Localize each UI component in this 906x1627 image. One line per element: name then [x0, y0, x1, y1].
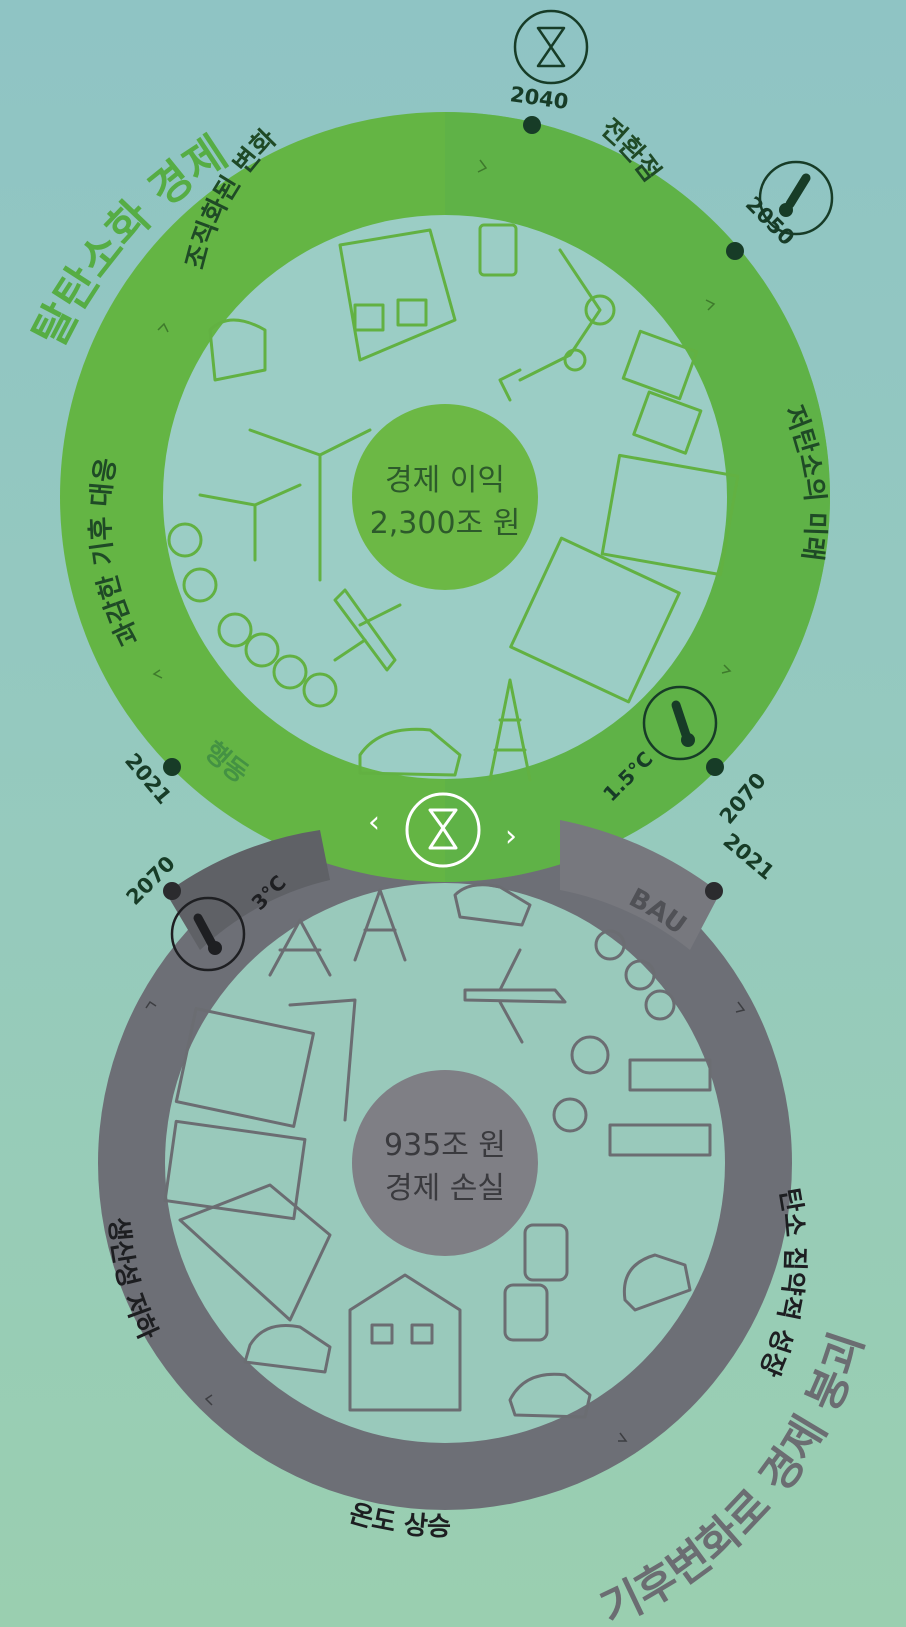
bottom-ring-overlap: [166, 830, 330, 950]
top-center-line2: 2,300조 원: [370, 506, 521, 541]
chevron-left-icon[interactable]: ‹: [368, 805, 380, 840]
center-hourglass[interactable]: [405, 792, 481, 868]
bottom-ring-overlap-right: [560, 820, 720, 950]
ring-arrows-top: [152, 159, 732, 679]
bottom-center-line1: 935조 원: [384, 1128, 506, 1163]
top-ring: [60, 112, 830, 882]
year-dot-2050: [726, 242, 744, 260]
bottom-ring: [98, 816, 792, 1510]
year-dot-2070-top: [706, 758, 724, 776]
year-dot-2070-bottom: [163, 882, 181, 900]
year-dot-2021-top: [163, 758, 181, 776]
year-dot-2040: [523, 116, 541, 134]
chevron-right-icon[interactable]: ›: [505, 819, 517, 854]
top-center-circle: [352, 404, 538, 590]
top-center-line1: 경제 이익: [385, 463, 505, 498]
year-label-2040: 2040: [509, 82, 570, 114]
year-dot-2021-bottom: [705, 882, 723, 900]
ring-arrows-bottom: [145, 1000, 746, 1442]
hourglass-icon: [513, 9, 589, 85]
top-illustration: [167, 223, 740, 782]
thermometer-icon: [758, 160, 834, 236]
bottom-center-circle: [352, 1070, 538, 1256]
bottom-illustration: [163, 883, 712, 1419]
thermometer-icon-3c: [170, 896, 246, 972]
thermometer-icon-1-5c: [642, 685, 718, 761]
bottom-center-line2: 경제 손실: [385, 1171, 505, 1206]
